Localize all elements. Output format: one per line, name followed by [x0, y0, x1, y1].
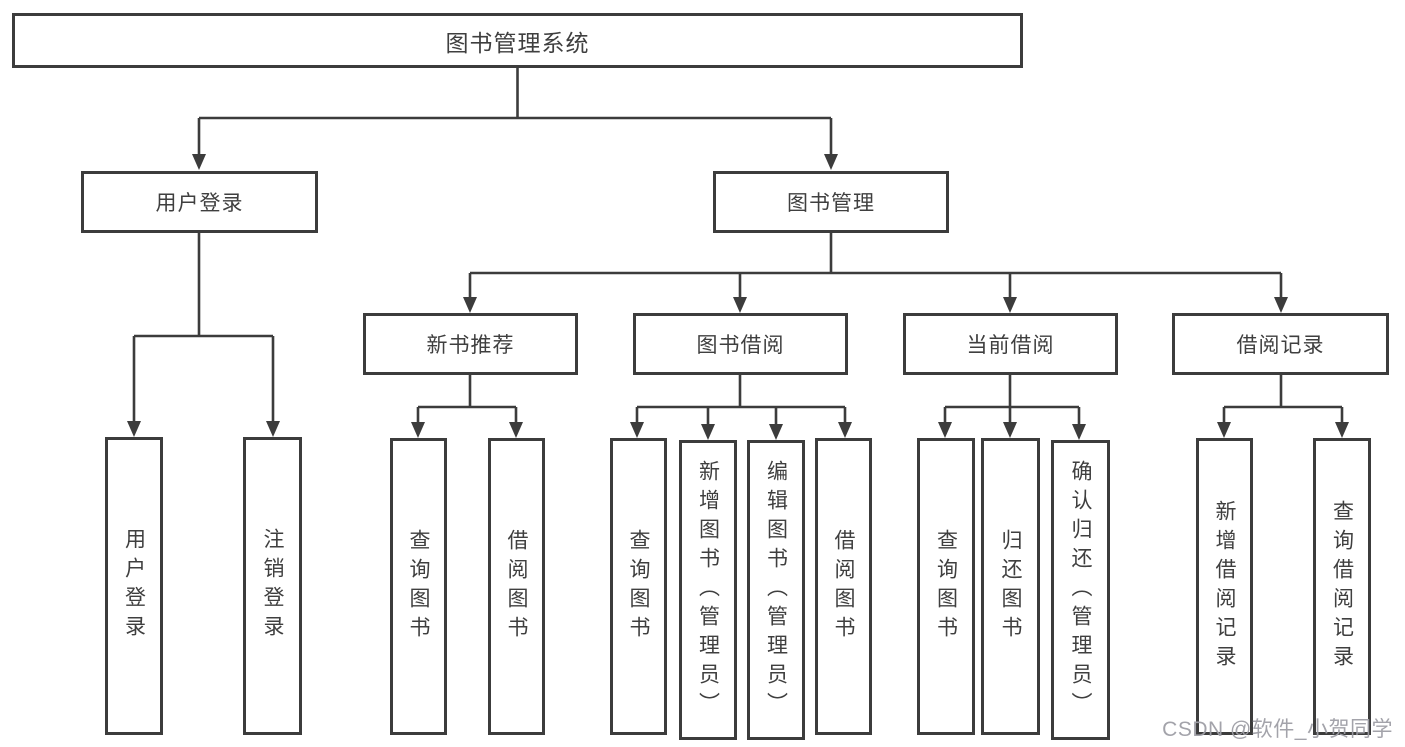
leaf-return-books-label: 归还图书 — [999, 528, 1022, 645]
leaf-query-borrow-record: 查询借阅记录 — [1313, 438, 1371, 735]
leaf-query-books-2: 查询图书 — [610, 438, 667, 735]
leaf-add-borrow-record: 新增借阅记录 — [1196, 438, 1253, 735]
leaf-query-books-3-label: 查询图书 — [934, 528, 958, 645]
node-book-borrow-label: 图书借阅 — [696, 334, 785, 357]
leaf-borrow-books-1: 借阅图书 — [488, 438, 545, 735]
node-borrow-records-label: 借阅记录 — [1236, 334, 1325, 357]
node-book-mgmt: 图书管理 — [713, 171, 949, 233]
leaf-logout: 注销登录 — [243, 437, 302, 735]
leaf-query-books-1: 查询图书 — [390, 438, 447, 735]
node-current-borrow: 当前借阅 — [903, 313, 1118, 375]
node-new-book-recommend: 新书推荐 — [363, 313, 578, 375]
leaf-add-books-admin-label: 新增图书（管理员） — [696, 459, 720, 721]
leaf-query-borrow-record-label: 查询借阅记录 — [1330, 499, 1354, 674]
node-current-borrow-label: 当前借阅 — [966, 334, 1055, 357]
leaf-user-login: 用户登录 — [105, 437, 163, 735]
leaf-logout-label: 注销登录 — [261, 528, 284, 644]
leaf-user-login-label: 用户登录 — [122, 528, 146, 644]
leaf-confirm-return-admin-label: 确认归还（管理员） — [1069, 459, 1092, 721]
leaf-query-books-1-label: 查询图书 — [407, 528, 430, 645]
leaf-return-books: 归还图书 — [981, 438, 1040, 735]
leaf-borrow-books-1-label: 借阅图书 — [505, 528, 528, 645]
node-root: 图书管理系统 — [12, 13, 1023, 68]
node-borrow-records: 借阅记录 — [1172, 313, 1389, 375]
leaf-query-books-2-label: 查询图书 — [627, 528, 650, 645]
leaf-edit-books-admin-label: 编辑图书（管理员） — [764, 459, 788, 721]
node-user-login: 用户登录 — [81, 171, 318, 233]
node-user-login-label: 用户登录 — [155, 192, 244, 215]
leaf-query-books-3: 查询图书 — [917, 438, 975, 735]
watermark-text: CSDN @软件_小贺同学 — [1162, 718, 1393, 741]
node-root-label: 图书管理系统 — [445, 29, 590, 56]
node-book-borrow: 图书借阅 — [633, 313, 848, 375]
node-book-mgmt-label: 图书管理 — [787, 192, 875, 215]
leaf-edit-books-admin: 编辑图书（管理员） — [747, 440, 805, 740]
arrowheads — [127, 154, 1349, 440]
leaf-borrow-books-2-label: 借阅图书 — [832, 528, 855, 645]
leaf-add-books-admin: 新增图书（管理员） — [679, 440, 737, 740]
node-new-book-recommend-label: 新书推荐 — [426, 334, 515, 357]
leaf-add-borrow-record-label: 新增借阅记录 — [1213, 499, 1236, 674]
leaf-borrow-books-2: 借阅图书 — [815, 438, 872, 735]
leaf-confirm-return-admin: 确认归还（管理员） — [1051, 440, 1110, 740]
